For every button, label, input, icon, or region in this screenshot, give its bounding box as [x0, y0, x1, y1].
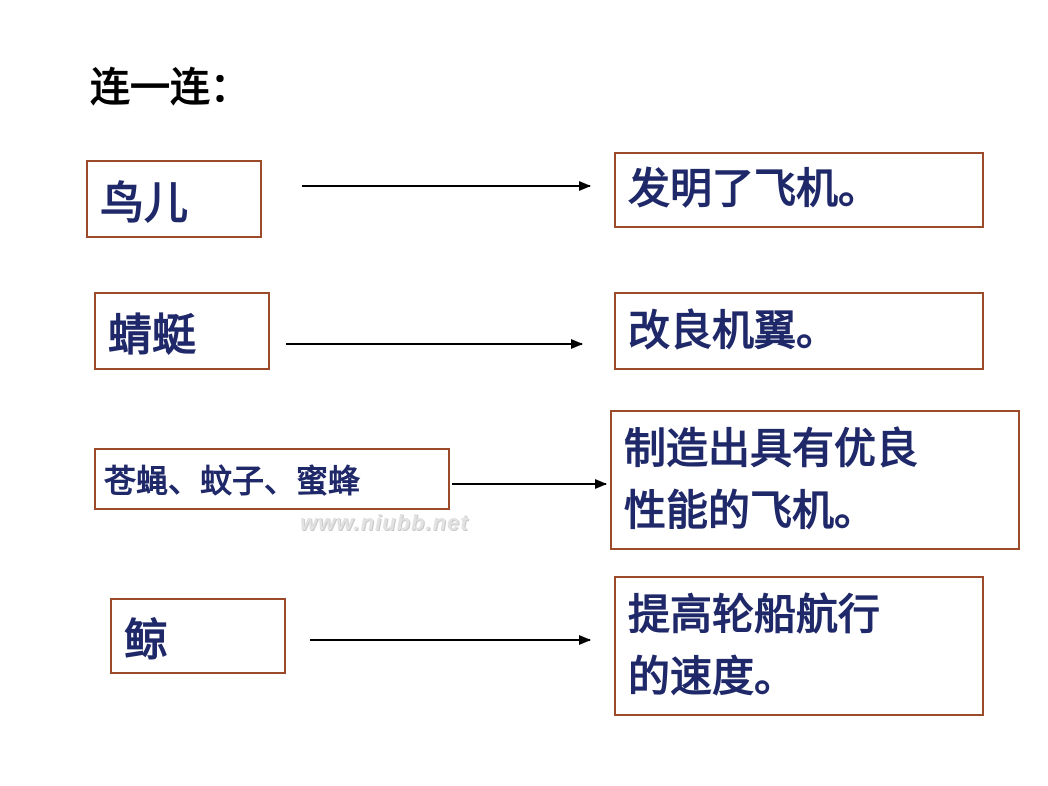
left-item-insects[interactable]: 苍蝇、蚊子、蜜蜂 [94, 448, 450, 510]
left-item-bird[interactable]: 鸟儿 [86, 160, 262, 238]
left-item-whale[interactable]: 鲸 [110, 598, 286, 674]
right-item-line: 发明了飞机。 [628, 164, 881, 213]
watermark: www.niubb.net [300, 510, 469, 535]
right-item-invented-airplane[interactable]: 发明了飞机。 [614, 152, 984, 228]
right-item-improved-wings[interactable]: 改良机翼。 [614, 292, 984, 370]
right-item-line: 的速度。 [628, 652, 797, 701]
right-item-line: 改良机翼。 [628, 306, 839, 355]
right-item-line: 提高轮船航行 [628, 590, 881, 639]
left-item-dragonfly[interactable]: 蜻蜓 [94, 292, 270, 370]
right-item-line: 制造出具有优良 [624, 424, 919, 473]
page-title: 连一连： [90, 64, 250, 111]
right-item-better-aircraft[interactable]: 制造出具有优良 性能的飞机。 [610, 410, 1020, 550]
right-item-line: 性能的飞机。 [624, 486, 877, 535]
right-item-ship-speed[interactable]: 提高轮船航行 的速度。 [614, 576, 984, 716]
